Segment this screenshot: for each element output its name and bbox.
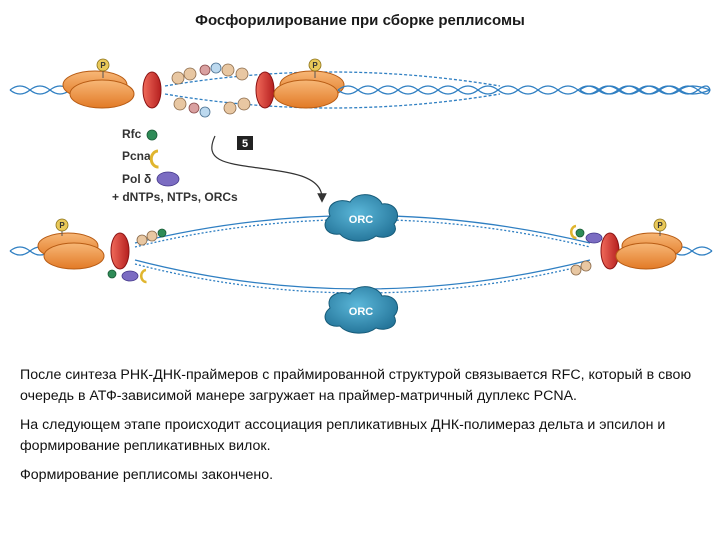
legend-label-pol: Pol δ bbox=[122, 172, 151, 186]
legend-label-rfc: Rfc bbox=[122, 127, 142, 141]
rfc-icon bbox=[146, 129, 158, 141]
legend-label-extras: + dNTPs, NTPs, ORCs bbox=[112, 190, 238, 204]
legend: Rfc Pcna Pol δ + dNTPs, NTPs, ORCs bbox=[112, 127, 238, 204]
page-title: Фосфорилирование при сборке реплисомы bbox=[195, 12, 525, 29]
svg-text:5: 5 bbox=[242, 138, 248, 150]
orc-complex-bottom: ORC bbox=[324, 286, 398, 334]
paragraph-2: На следующем этапе происходит ассоциация… bbox=[20, 417, 666, 454]
pcna-icon bbox=[149, 149, 159, 169]
paragraph-1: После синтеза РНК-ДНК-праймеров с прайми… bbox=[20, 367, 692, 404]
top-dna-helix-right bbox=[337, 85, 711, 95]
step-number-badge: 5 bbox=[237, 136, 253, 150]
svg-text:P: P bbox=[100, 61, 106, 70]
svg-text:P: P bbox=[657, 221, 663, 230]
pol-delta-icon bbox=[156, 171, 180, 187]
svg-text:ORC: ORC bbox=[349, 306, 374, 318]
replisome-diagram: P P Rfc Pcna Pol δ + dNTPs, NTPs, ORCs 5 bbox=[9, 58, 713, 334]
step-arrow bbox=[211, 135, 327, 203]
svg-text:ORC: ORC bbox=[349, 214, 374, 226]
mcm-complex-right-top bbox=[255, 70, 345, 109]
svg-text:P: P bbox=[59, 221, 65, 230]
description-text: После синтеза РНК-ДНК-праймеров с прайми… bbox=[20, 365, 700, 494]
orc-complex-top: ORC bbox=[324, 194, 398, 242]
phospho-marker-top-right: P bbox=[308, 58, 322, 78]
mcm-complex-left-top bbox=[62, 70, 162, 109]
top-bubble-factors bbox=[171, 62, 251, 118]
svg-text:P: P bbox=[312, 61, 318, 70]
phospho-marker-top-left: P bbox=[96, 58, 110, 78]
paragraph-3: Формирование реплисомы закончено. bbox=[20, 467, 274, 483]
legend-label-pcna: Pcna bbox=[122, 149, 151, 163]
replisome-left: P bbox=[37, 218, 167, 284]
replisome-right: P bbox=[570, 218, 683, 276]
